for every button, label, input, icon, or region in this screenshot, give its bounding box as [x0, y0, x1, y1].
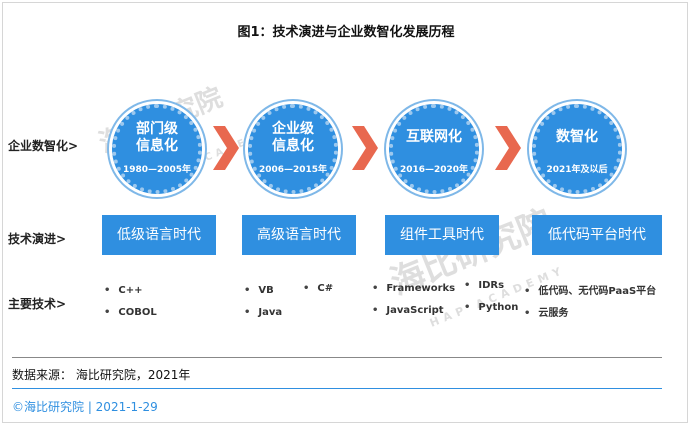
data-source: 数据来源： 海比研究院，2021年: [12, 368, 191, 382]
tech-item: COBOL: [104, 307, 156, 318]
tech-item: VB: [244, 285, 273, 296]
tech-item: C++: [104, 285, 142, 296]
tech-item: Python: [464, 302, 518, 313]
stage-circle: 数智化 2021年及以后: [532, 104, 622, 194]
tech-item: 低代码、无代码PaaS平台: [524, 282, 656, 297]
figure-title: 图1：技术演进与企业数智化发展历程: [237, 25, 455, 40]
row-label-main-tech: 主要技术>: [8, 297, 67, 311]
row-label-digitalization: 企业数智化>: [8, 139, 79, 153]
era-box: 低级语言时代: [102, 215, 216, 255]
tech-item: JavaScript: [372, 305, 443, 316]
chevron-right-icon: [352, 126, 378, 170]
chevron-right-icon: [213, 126, 239, 170]
stage-title-line1: 部门级: [136, 121, 178, 137]
divider: [12, 357, 662, 358]
tech-item: Frameworks: [372, 283, 455, 294]
tech-item: 云服务: [524, 304, 568, 319]
stage-title-line1: 企业级: [272, 121, 314, 137]
stage-years: 1980—2005年: [122, 165, 192, 175]
row-label-evolution: 技术演进>: [8, 232, 67, 246]
era-box: 高级语言时代: [242, 215, 356, 255]
chevron-right-icon: [495, 126, 521, 170]
stage-circle: 互联网化 2016—2020年: [389, 104, 479, 194]
stage-circle: 部门级 信息化 1980—2005年: [112, 104, 202, 194]
stage-title-line1: 互联网化: [406, 129, 462, 145]
copyright: ©海比研究院 | 2021-1-29: [12, 400, 158, 414]
tech-item: IDRs: [464, 280, 504, 291]
tech-item: Java: [244, 307, 282, 318]
stage-title-line1: 数智化: [556, 129, 598, 145]
stage-circle: 企业级 信息化 2006—2015年: [248, 104, 338, 194]
era-box: 组件工具时代: [385, 215, 499, 255]
stage-years: 2016—2020年: [399, 165, 469, 175]
stage-title-line2: 信息化: [136, 138, 178, 154]
stage-years: 2006—2015年: [258, 165, 328, 175]
tech-item: C#: [303, 283, 333, 294]
divider: [12, 388, 662, 389]
stage-years: 2021年及以后: [546, 165, 608, 175]
era-box: 低代码平台时代: [532, 215, 662, 255]
stage-title-line2: 信息化: [272, 138, 314, 154]
figure-frame: [2, 2, 688, 423]
